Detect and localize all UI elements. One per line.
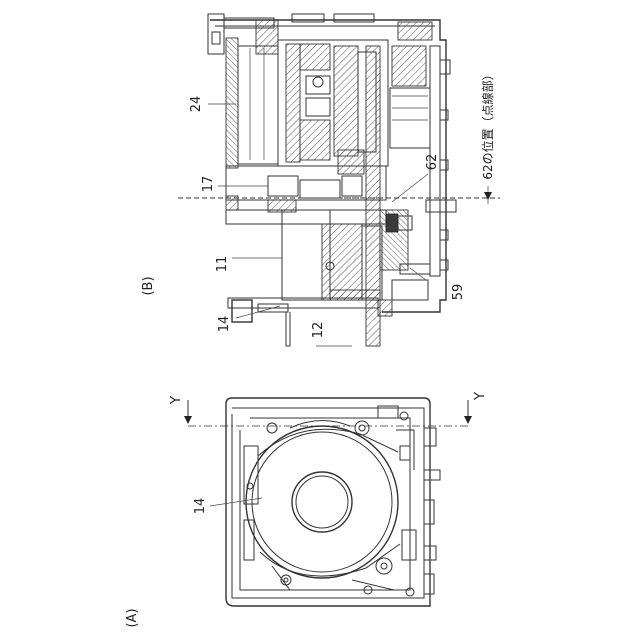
section-mark-right: Y (473, 392, 488, 401)
label-12: 12 (311, 322, 326, 339)
label-14-b: 14 (217, 316, 232, 333)
label-59: 59 (451, 284, 466, 301)
panel-b-section-view: 24 17 11 14 12 62 59 62の位置（点線部） (B) (141, 14, 500, 346)
label-24: 24 (189, 96, 204, 113)
label-17: 17 (201, 176, 216, 193)
label-62: 62 (425, 154, 440, 171)
label-11: 11 (215, 256, 230, 273)
panel-a-label: (A) (125, 608, 140, 627)
label-14-a: 14 (193, 498, 208, 515)
section-mark-left: Y (169, 396, 184, 405)
panel-b-label: (B) (141, 276, 156, 295)
panel-a-front-view: Y Y 14 (A) (125, 392, 488, 628)
dotted-line-note: 62の位置（点線部） (480, 68, 495, 179)
